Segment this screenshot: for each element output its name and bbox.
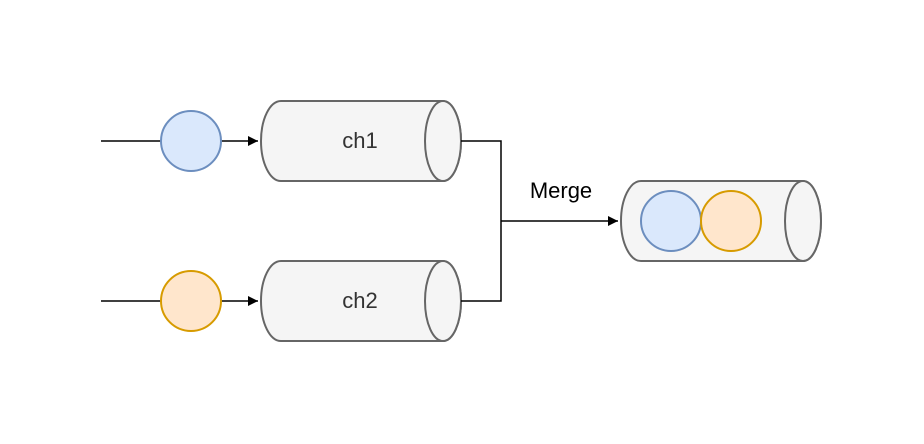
- channel-label-ch1: ch1: [342, 128, 377, 153]
- message-blue-merged: [640, 190, 702, 252]
- message-orange-ch2: [160, 270, 222, 332]
- connector-ch1-to-merge: [461, 140, 502, 221]
- channel-label-ch2: ch2: [342, 288, 377, 313]
- merge-label: Merge: [530, 178, 592, 203]
- connector-ch2-to-merge: [461, 221, 502, 302]
- channel-ch2: ch2: [260, 260, 462, 342]
- message-blue-ch1: [160, 110, 222, 172]
- message-orange-merged: [700, 190, 762, 252]
- channel-ch1: ch1: [260, 100, 462, 182]
